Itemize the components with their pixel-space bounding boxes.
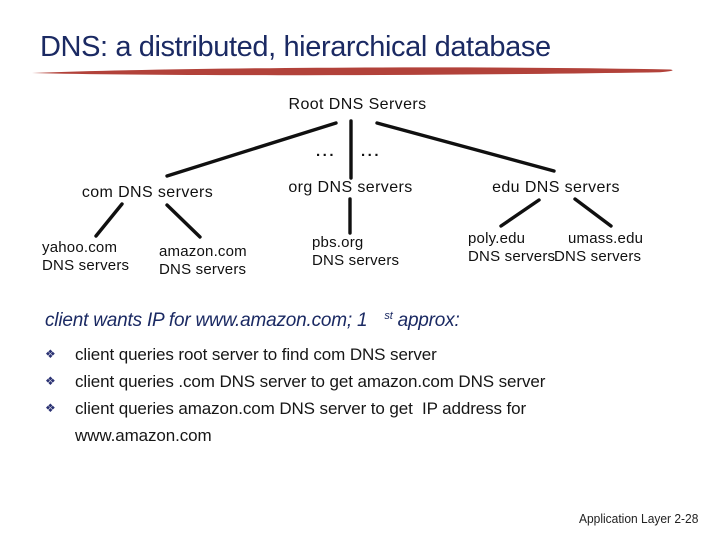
node-poly-dns-servers: poly.edu DNS servers xyxy=(468,230,555,265)
intro-superscript: st xyxy=(384,310,393,322)
slide-footer-page-number: Application Layer 2-28 xyxy=(578,512,698,526)
title-underline-stroke xyxy=(32,67,673,76)
bullet-text: client queries amazon.com DNS server to … xyxy=(75,399,531,445)
bullet-text: client queries root server to find com D… xyxy=(75,345,437,364)
intro-lead: client wants IP for www.amazon.com; 1 xyxy=(45,310,368,331)
ellipsis-left: ... xyxy=(316,143,337,160)
edge-com-yahoo xyxy=(94,202,124,238)
intro-tail: approx: xyxy=(397,310,460,331)
edge-edu-umass xyxy=(573,197,613,228)
leaf-caption: DNS servers xyxy=(42,256,130,274)
bullet-item: ❖ client queries root server to find com… xyxy=(45,341,675,368)
leaf-caption: DNS servers xyxy=(312,251,400,269)
ellipsis-right: ... xyxy=(361,143,382,160)
leaf-domain: pbs.org xyxy=(312,234,364,251)
leaf-domain: yahoo.com xyxy=(42,239,118,256)
node-com-dns-servers: com DNS servers xyxy=(81,184,214,201)
node-edu-dns-servers: edu DNS servers xyxy=(492,179,620,196)
bullet-list: ❖ client queries root server to find com… xyxy=(45,341,675,449)
diamond-bullet-icon: ❖ xyxy=(45,374,56,388)
leaf-domain: umass.edu xyxy=(568,230,644,247)
edge-edu-poly xyxy=(499,198,541,228)
underline-shape xyxy=(32,67,673,76)
diamond-bullet-icon: ❖ xyxy=(45,347,56,361)
bullet-text: client queries .com DNS server to get am… xyxy=(75,372,546,391)
node-yahoo-dns-servers: yahoo.com DNS servers xyxy=(42,239,129,274)
node-amazon-dns-servers: amazon.com DNS servers xyxy=(159,243,247,278)
node-root-dns-servers: Root DNS Servers xyxy=(288,96,427,113)
edge-root-edu xyxy=(375,121,556,173)
slide-title: DNS: a distributed, hierarchical databas… xyxy=(40,31,551,63)
diamond-bullet-icon: ❖ xyxy=(45,401,56,415)
leaf-domain: amazon.com xyxy=(159,243,247,260)
node-pbs-dns-servers: pbs.org DNS servers xyxy=(312,234,399,269)
leaf-caption: DNS servers xyxy=(468,247,556,265)
leaf-caption: DNS servers xyxy=(159,260,247,278)
leaf-caption: DNS servers xyxy=(554,247,642,265)
edge-root-com xyxy=(165,121,338,178)
node-org-dns-servers: org DNS servers xyxy=(288,179,413,196)
edge-com-amazon xyxy=(165,203,202,239)
leaf-domain: poly.edu xyxy=(468,230,526,247)
node-umass-dns-servers: umass.edu DNS servers xyxy=(554,230,643,265)
bullet-item: ❖ client queries amazon.com DNS server t… xyxy=(45,395,675,449)
bullet-item: ❖ client queries .com DNS server to get … xyxy=(45,368,675,395)
